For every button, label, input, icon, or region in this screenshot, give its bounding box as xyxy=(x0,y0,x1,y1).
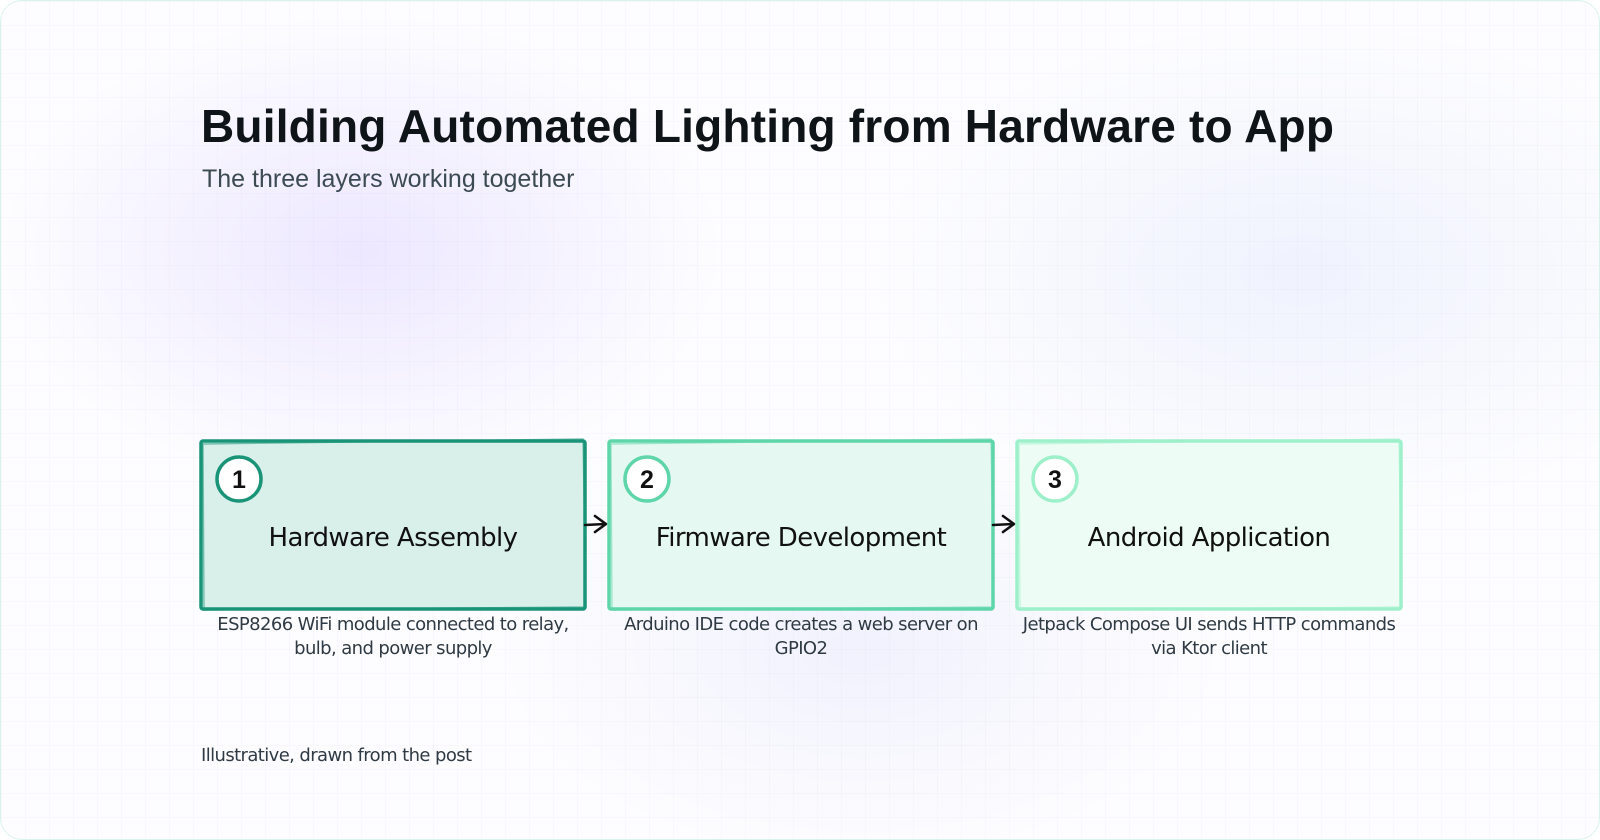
step-3-box-sketch-line xyxy=(1018,438,1403,611)
step-3-number: 3 xyxy=(1048,466,1062,494)
step-2-box-sketch-line xyxy=(610,438,995,611)
step-1-badge xyxy=(215,455,263,503)
step-1-number: 1 xyxy=(232,466,246,494)
step-1: 1 Hardware Assembly xyxy=(199,438,587,611)
step-1-description: ESP8266 WiFi module connected to relay, … xyxy=(217,614,569,659)
step-3: 3 Android Application xyxy=(1015,438,1403,611)
step-1-box-sketch-line xyxy=(202,438,587,611)
step-2-label: Firmware Development xyxy=(656,523,947,553)
step-3-description: Jetpack Compose UI sends HTTP commands v… xyxy=(1022,614,1396,659)
step-3-badge xyxy=(1031,455,1079,503)
arrow-1-to-2 xyxy=(583,514,608,534)
diagram-title: Building Automated Lighting from Hardwar… xyxy=(201,100,1335,152)
step-2-number: 2 xyxy=(640,466,654,494)
step-1-label: Hardware Assembly xyxy=(269,523,518,553)
arrow-2-to-3 xyxy=(991,514,1016,534)
footnote: Illustrative, drawn from the post xyxy=(201,745,472,766)
step-2-description: Arduino IDE code creates a web server on… xyxy=(624,614,978,659)
step-3-label: Android Application xyxy=(1088,523,1331,553)
step-2-badge xyxy=(623,455,671,503)
diagram-subtitle: The three layers working together xyxy=(202,165,575,193)
step-2: 2 Firmware Development xyxy=(607,438,995,611)
